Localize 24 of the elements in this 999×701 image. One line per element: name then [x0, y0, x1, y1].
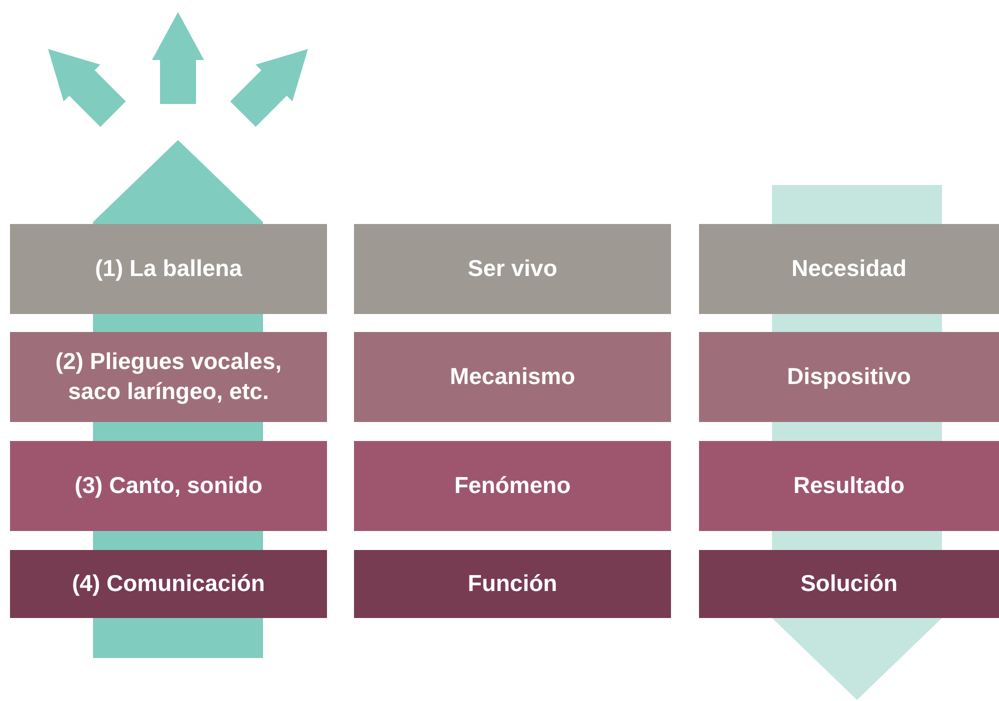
box-label: Dispositivo: [787, 362, 911, 392]
label-box: [699, 441, 999, 531]
box-label: Resultado: [793, 471, 905, 500]
label-box: [699, 224, 999, 314]
box-label: Solución: [800, 569, 898, 598]
label-box: [10, 441, 327, 531]
label-box: [10, 332, 327, 422]
box-label: Ser vivo: [468, 254, 558, 284]
box-label: (2) Pliegues vocales, saco laríngeo, etc.: [54, 347, 283, 406]
box-label: (3) Canto, sonido: [74, 471, 262, 500]
label-box: [354, 332, 671, 422]
label-box: [354, 224, 671, 314]
label-box: [699, 550, 999, 618]
box-label: Función: [468, 569, 558, 598]
box-label: Necesidad: [791, 254, 907, 284]
box-label: Mecanismo: [450, 362, 576, 392]
label-box: [699, 332, 999, 422]
label-box: [354, 441, 671, 531]
box-label: Fenómeno: [454, 471, 571, 500]
label-box: [354, 550, 671, 618]
box-label: (1) La ballena: [95, 254, 242, 284]
label-box: [10, 550, 327, 618]
label-box: [10, 224, 327, 314]
box-label: (4) Comunicación: [72, 569, 265, 598]
